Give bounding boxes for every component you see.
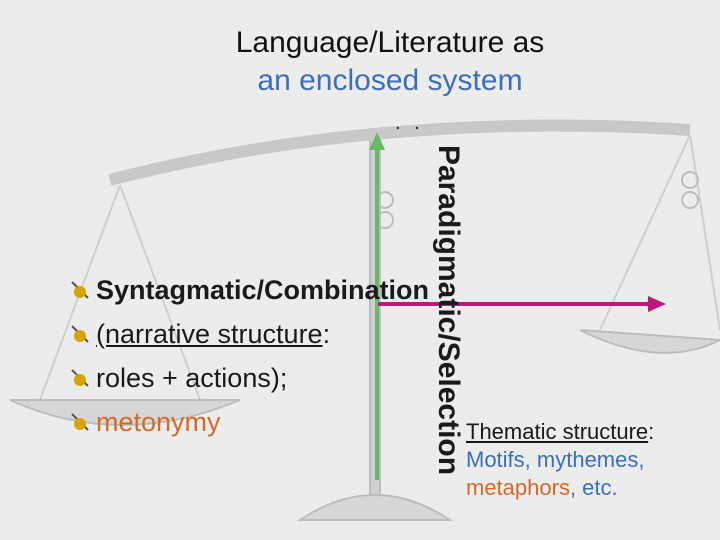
thematic-structure-block: Thematic structure: Motifs, mythemes, me…: [466, 418, 654, 502]
thematic-colon: :: [648, 419, 654, 444]
bullet-icon: [70, 280, 90, 300]
bullet-text-narrative: (narrative structure: [96, 319, 323, 350]
etc-text: , etc.: [570, 475, 618, 500]
dots-mark: . .: [395, 112, 424, 135]
paradigmatic-label: Paradigmatic/Selection: [431, 145, 465, 475]
list-item: (narrative structure:: [70, 312, 429, 356]
thematic-line1: Thematic structure:: [466, 418, 654, 446]
metaphors-text: metaphors: [466, 475, 570, 500]
list-item: Syntagmatic/Combination: [70, 268, 429, 312]
slide-title-line2: an enclosed system: [0, 64, 720, 98]
bullet-list: Syntagmatic/Combination (narrative struc…: [70, 268, 429, 444]
bullet-text-metonymy: metonymy: [96, 407, 221, 438]
thematic-line2: Motifs, mythemes,: [466, 446, 654, 474]
slide-title-line1: Language/Literature as: [0, 26, 720, 60]
bullet-text-syntagmatic: Syntagmatic/Combination: [96, 275, 429, 306]
vertical-label-container: Paradigmatic/Selection: [426, 130, 470, 490]
bullet-text-roles: roles + actions);: [96, 363, 287, 394]
list-item: metonymy: [70, 400, 429, 444]
thematic-structure-label: Thematic structure: [466, 419, 648, 444]
bullet-icon: [70, 368, 90, 388]
bullet-text-colon: :: [323, 319, 331, 350]
thematic-line3: metaphors, etc.: [466, 474, 654, 502]
bullet-icon: [70, 412, 90, 432]
list-item: roles + actions);: [70, 356, 429, 400]
bullet-icon: [70, 324, 90, 344]
